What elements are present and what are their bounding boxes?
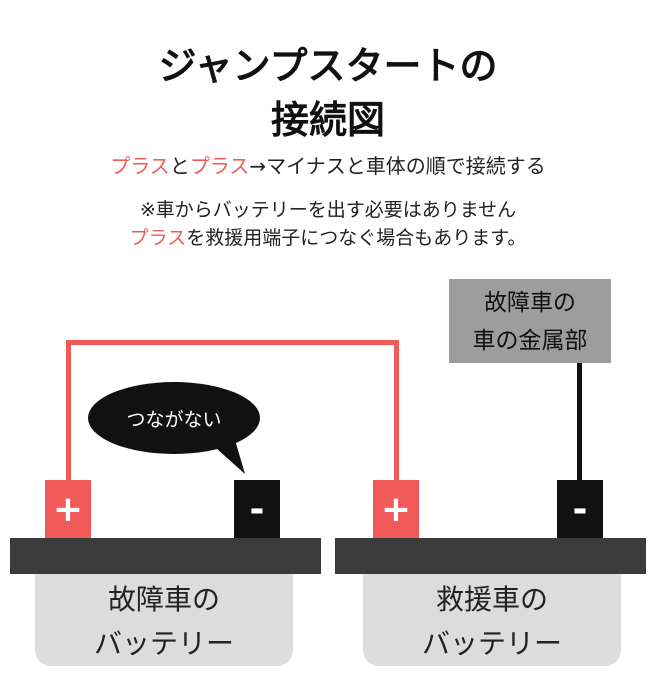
- no-connect-speech-bubble: つながない: [88, 382, 260, 454]
- instruction-to: と: [169, 154, 190, 178]
- instruction-plus-2: プラス: [189, 154, 250, 178]
- left-plus-symbol: +: [52, 488, 84, 530]
- note-line2: プラスを救援用端子につなぐ場合もあります。: [0, 225, 656, 251]
- left-battery-line2: バッテリー: [93, 627, 234, 660]
- left-battery-line1: 故障車の: [107, 583, 220, 616]
- diagram-title-line2: 接続図: [270, 98, 385, 142]
- broken-car-battery: 故障車の バッテリー: [35, 560, 293, 666]
- note-plus: プラス: [129, 227, 187, 249]
- red-cable-horizontal: [66, 340, 399, 345]
- metal-part-label: 故障車の 車の金属部: [449, 279, 611, 363]
- red-cable-right-vertical: [394, 340, 399, 482]
- black-cable: [577, 363, 582, 480]
- instruction-rest: →マイナスと車体の順で接続する: [249, 154, 546, 178]
- bubble-text: つながない: [126, 408, 222, 431]
- left-minus-symbol: -: [249, 488, 265, 530]
- right-plus-terminal: +: [373, 480, 419, 538]
- right-minus-terminal: -: [557, 480, 603, 538]
- speech-bubble-tail: [207, 440, 245, 474]
- left-battery-top-plate: [10, 538, 321, 574]
- instruction-plus-1: プラス: [110, 154, 170, 178]
- metal-label-line2: 車の金属部: [472, 328, 588, 354]
- note-line1: ※車からバッテリーを出す必要はありません: [139, 199, 517, 221]
- left-minus-terminal: -: [234, 480, 280, 538]
- rescue-car-battery: 救援車の バッテリー: [363, 560, 621, 666]
- diagram-title-line1: ジャンプスタートの: [158, 44, 498, 88]
- right-battery-line1: 救援車の: [435, 583, 548, 616]
- note-rest: を救援用端子につなぐ場合もあります。: [186, 227, 527, 249]
- instruction-text: プラスとプラス→マイナスと車体の順で接続する: [0, 153, 656, 179]
- right-minus-symbol: -: [572, 488, 588, 530]
- metal-label-line1: 故障車の: [484, 290, 576, 316]
- red-cable-left-vertical: [66, 340, 71, 482]
- left-plus-terminal: +: [45, 480, 91, 538]
- right-plus-symbol: +: [380, 488, 412, 530]
- right-battery-top-plate: [335, 538, 646, 574]
- right-battery-line2: バッテリー: [421, 627, 562, 660]
